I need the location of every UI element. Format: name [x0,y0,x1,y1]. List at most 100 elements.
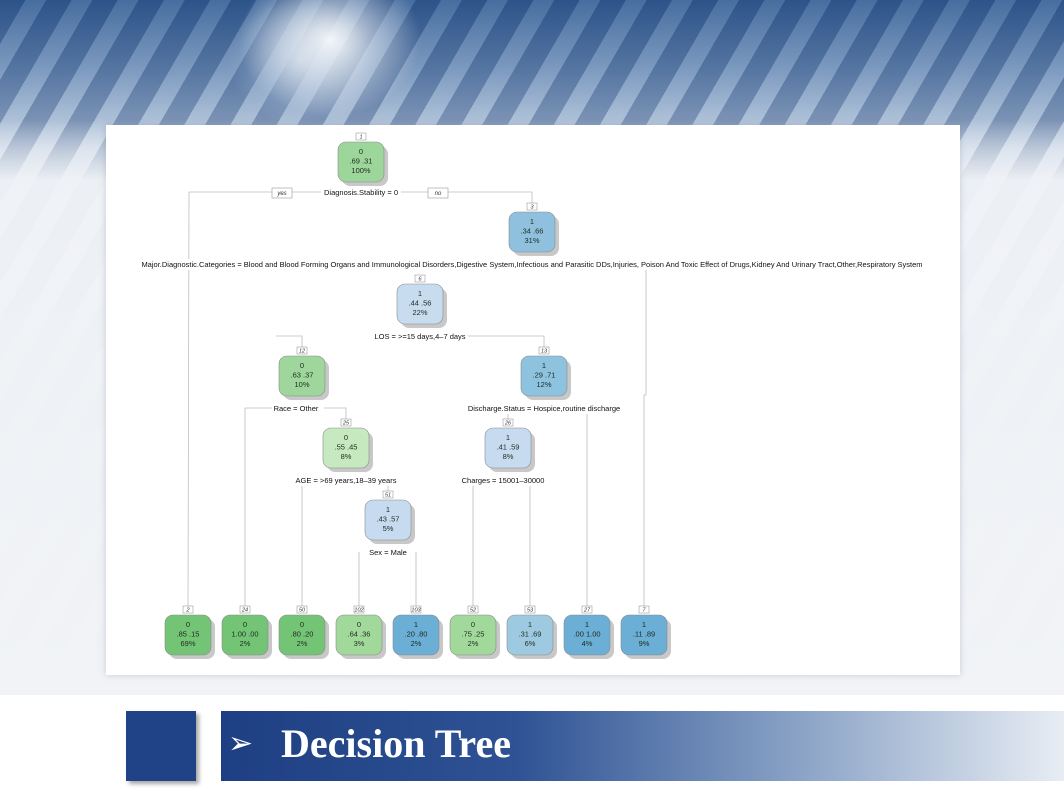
split-label: Discharge.Status = Hospice,routine disch… [468,404,620,413]
node-id: 6 [418,277,422,283]
node-id: 52 [470,608,476,614]
node-box [506,614,554,656]
node-box [508,211,556,253]
tree-node: 511.43 .575% [364,490,415,544]
node-id: 7 [642,608,646,614]
node-probabilities: .20 .80 [405,630,428,639]
node-box [278,355,326,397]
node-id-box [638,605,650,614]
node-percent: 12% [536,380,551,389]
edge-tag-box [427,187,449,199]
node-percent: 6% [525,639,536,648]
node-id-box [296,346,308,355]
node-id: 102 [354,608,363,614]
node-percent: 2% [240,639,251,648]
node-probabilities: .31 .69 [519,630,542,639]
node-probabilities: .41 .59 [497,443,520,452]
split-label-bg [322,187,400,198]
node-percent: 8% [503,452,514,461]
node-class: 0 [300,361,304,370]
node-percent: 22% [412,308,427,317]
tree-node: 520.75 .252% [449,605,500,659]
node-id-box [502,418,514,427]
node-id: 13 [541,349,548,355]
node-class: 1 [642,620,646,629]
node-box [563,614,611,656]
node-box [337,141,385,183]
split-label: Major.Diagnostic.Categories = Blood and … [141,260,922,269]
node-box [335,614,383,656]
node-percent: 100% [351,166,371,175]
node-probabilities: .55 .45 [335,443,358,452]
tree-node: 71.11 .899% [620,605,671,659]
node-percent: 69% [180,639,195,648]
edge-tag-box [271,187,293,199]
split-label-bg [139,259,925,270]
split-label-bg [372,331,468,342]
node-percent: 31% [524,236,539,245]
split-label-bg [271,403,321,414]
tree-node: 531.31 .696% [506,605,557,659]
split-label: Sex = Male [369,548,407,557]
node-percent: 8% [341,452,352,461]
node-class: 0 [186,620,190,629]
node-probabilities: .64 .36 [348,630,371,639]
node-percent: 2% [297,639,308,648]
node-id: 25 [342,421,350,427]
node-class: 1 [585,620,589,629]
tree-split-labels: Diagnosis.Stability = 0 Major.Diagnostic.… [139,187,925,558]
node-id-box [467,605,479,614]
node-class: 1 [506,433,510,442]
split-label-bg [293,475,399,486]
node-class: 1 [418,289,422,298]
node-box [396,283,444,325]
node-box [164,614,212,656]
node-class: 0 [359,147,363,156]
node-id-box [182,605,194,614]
node-box [520,355,568,397]
node-class: 1 [414,620,418,629]
node-id-box [340,418,352,427]
tree-node: 103 1.20 .802% [392,605,443,659]
node-id: 12 [299,349,305,355]
tree-node: 26 1.41 .598% [484,418,535,472]
node-id: 51 [385,493,391,499]
node-id: 24 [241,608,248,614]
node-probabilities: .80 .20 [291,630,314,639]
node-id: 3 [530,205,534,211]
node-percent: 2% [411,639,422,648]
node-class: 0 [243,620,247,629]
split-label: Race = Other [274,404,319,413]
title-accent-square [126,711,196,781]
node-probabilities: .11 .89 [633,630,655,639]
node-probabilities: .75 .25 [462,630,485,639]
node-percent: 3% [354,639,365,648]
tree-node: 250.55 .458% [322,418,373,472]
node-box [278,614,326,656]
node-id-box [524,605,536,614]
node-class: 1 [530,217,534,226]
node-id: 1 [359,135,362,141]
node-class: 1 [542,361,546,370]
node-id: 26 [504,421,512,427]
node-box [449,614,497,656]
slide-title: Decision Tree [281,721,511,766]
node-probabilities: .44 .56 [409,299,432,308]
node-probabilities: .29 .71 [533,371,556,380]
edge-tag-label: yes [276,191,286,197]
arrow-bullet-icon: ➢ [228,726,254,761]
tree-node: 271.00 1.004% [563,605,614,659]
node-probabilities: .34 .66 [521,227,544,236]
node-id: 103 [411,608,421,614]
tree-node: 500.80 .202% [278,605,329,659]
split-label: Diagnosis.Stability = 0 [324,188,398,197]
